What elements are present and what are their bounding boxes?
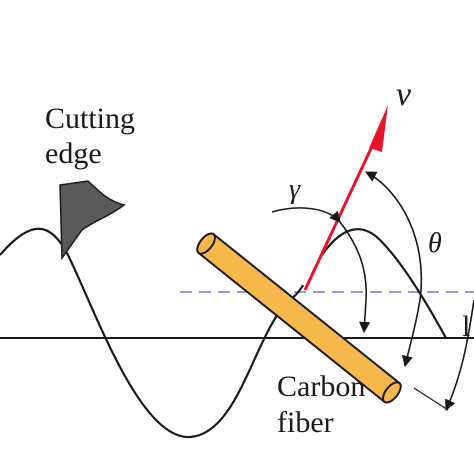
velocity-arrow-shaft xyxy=(303,139,377,291)
cutting-edge-label-line2: edge xyxy=(45,137,102,170)
carbon-fiber-label-line2: fiber xyxy=(277,406,334,439)
inner-angle-arc xyxy=(339,221,371,334)
theta-label: θ xyxy=(428,228,442,259)
cutting-edge-label-line1: Cutting xyxy=(45,102,135,135)
carbon-fiber-label-line1: Carbon xyxy=(277,370,365,403)
cutting-edge-tool xyxy=(59,180,126,261)
gamma-label: γ xyxy=(289,174,301,205)
gamma-arc xyxy=(271,207,341,223)
theta-arc xyxy=(365,171,423,368)
right-edge-label: l xyxy=(462,310,470,343)
carbon-fiber-rod xyxy=(196,232,402,404)
velocity-label: v xyxy=(396,76,412,113)
velocity-arrow-head xyxy=(369,105,388,152)
workpiece-surface-wave xyxy=(0,227,305,439)
fiber-end-guide-line xyxy=(413,387,449,411)
right-edge-arc xyxy=(445,299,474,412)
